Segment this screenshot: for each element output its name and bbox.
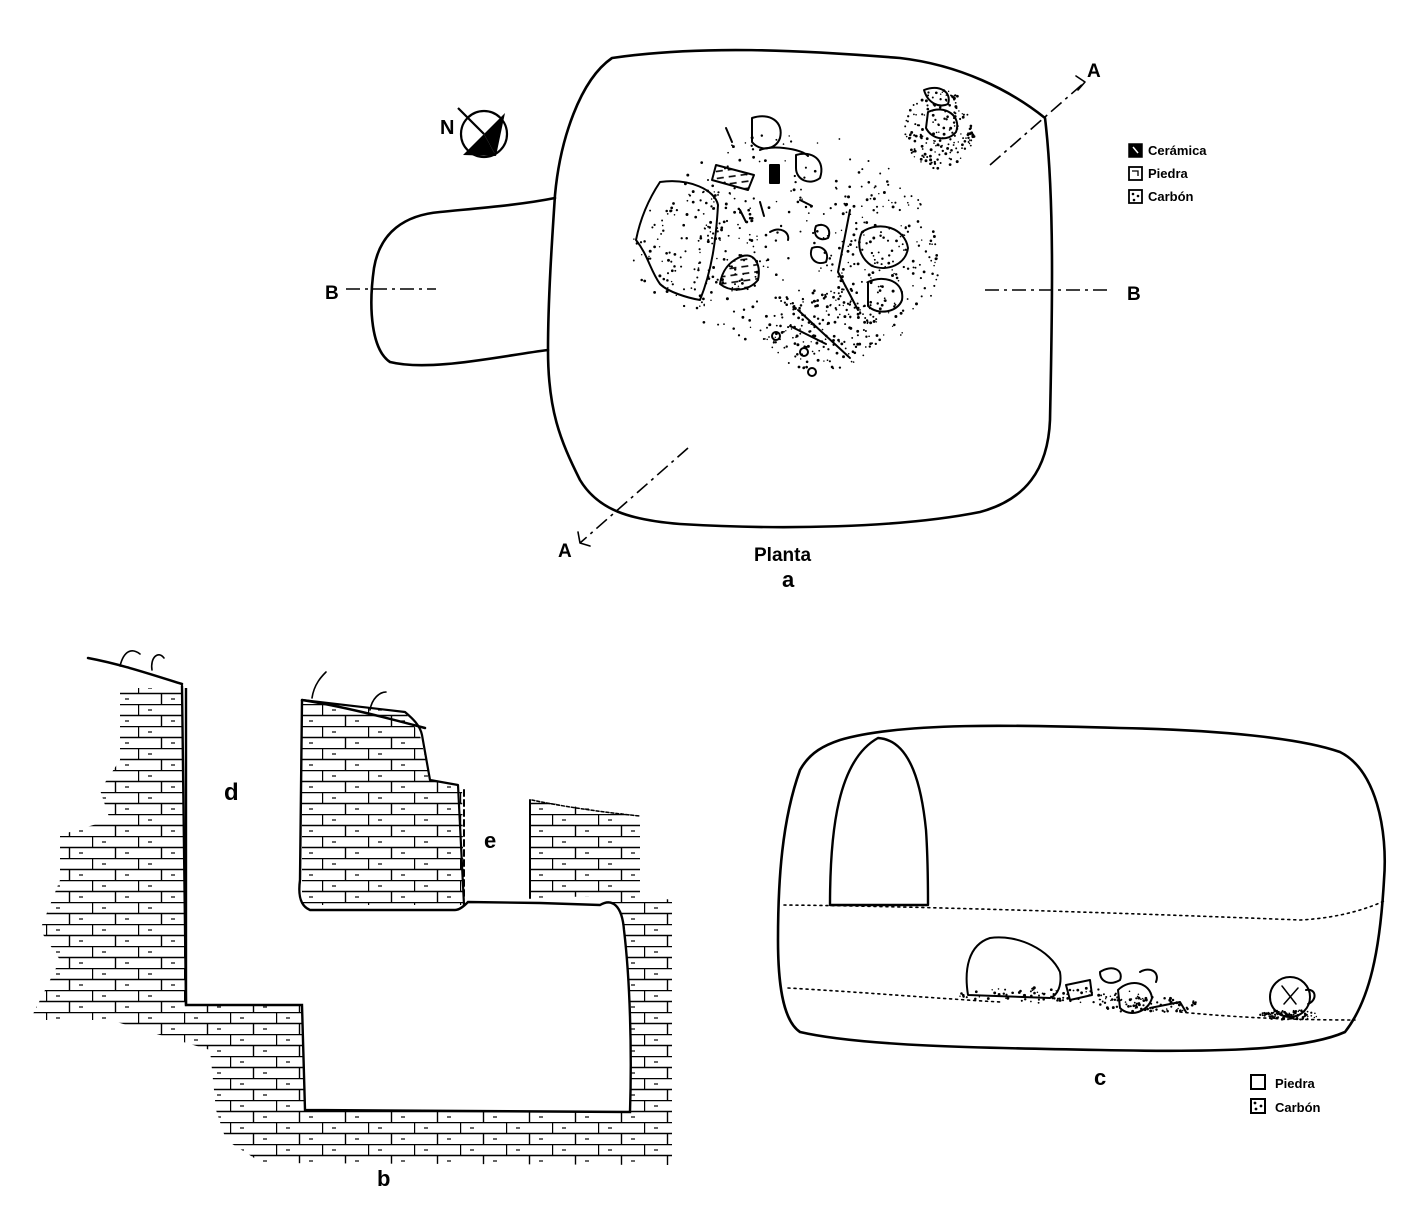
legend-bottom-charcoal: Carbón <box>1250 1098 1321 1115</box>
legend-bottom-item-stone: Piedra <box>1275 1076 1316 1091</box>
charcoal-symbol-icon <box>1128 189 1143 204</box>
legend-top-item-stone: Piedra <box>1148 166 1189 181</box>
section-profile: d e b <box>30 650 672 1191</box>
stone-symbol-icon <box>1128 166 1143 181</box>
section-c-outline <box>776 724 1386 1053</box>
legend-top-item-ceramic: Cerámica <box>1148 143 1207 158</box>
plan-fragments <box>711 86 959 377</box>
legend-top: Cerámica Piedra Carbón <box>1128 143 1207 204</box>
legend-ceramic: Cerámica <box>1128 143 1207 158</box>
legend-bottom-item-charcoal: Carbón <box>1275 1100 1321 1115</box>
charcoal-symbol-icon <box>1250 1098 1266 1114</box>
profile-right-brick-block <box>530 800 640 898</box>
plan-entrance-outline <box>370 196 557 367</box>
section-c-stone <box>965 936 1062 999</box>
plan-charcoal-scatter <box>632 89 976 370</box>
section-b-end-label: B <box>1127 284 1141 305</box>
plan-title: Planta <box>754 545 811 566</box>
legend-charcoal: Carbón <box>1128 189 1194 204</box>
section-c-charcoal-scatter <box>959 986 1318 1021</box>
surface-grass-icon <box>86 650 427 730</box>
legend-top-item-charcoal: Carbón <box>1148 189 1194 204</box>
profile-label-e: e <box>484 828 496 853</box>
section-line-b: B B <box>325 283 1141 305</box>
profile-left-brick-mass <box>30 688 672 1165</box>
section-line-a: A A <box>558 61 1101 562</box>
plan-letter-a: a <box>782 567 795 592</box>
section-c: c <box>776 724 1387 1090</box>
section-c-fragments <box>1065 967 1316 1018</box>
legend-stone: Piedra <box>1128 166 1189 181</box>
stone-symbol-icon <box>1250 1074 1266 1090</box>
legend-bottom-stone: Piedra <box>1250 1074 1316 1091</box>
profile-label-d: d <box>224 779 239 806</box>
profile-letter-b: b <box>377 1166 390 1191</box>
section-c-letter: c <box>1094 1065 1106 1090</box>
section-b-start-label: B <box>325 283 339 304</box>
plan-view: N A A B B <box>325 48 1141 592</box>
north-arrow-icon: N <box>440 107 509 159</box>
profile-cavity <box>184 688 632 1114</box>
section-c-doorway <box>828 736 930 907</box>
north-label: N <box>440 117 454 139</box>
section-a-start-label: A <box>558 541 572 562</box>
profile-middle-brick-block <box>302 700 464 905</box>
section-a-end-label: A <box>1087 61 1101 82</box>
plan-stone-slab <box>635 180 719 301</box>
legend-bottom: Piedra Carbón <box>1250 1074 1321 1115</box>
plan-chamber-outline <box>546 48 1054 529</box>
